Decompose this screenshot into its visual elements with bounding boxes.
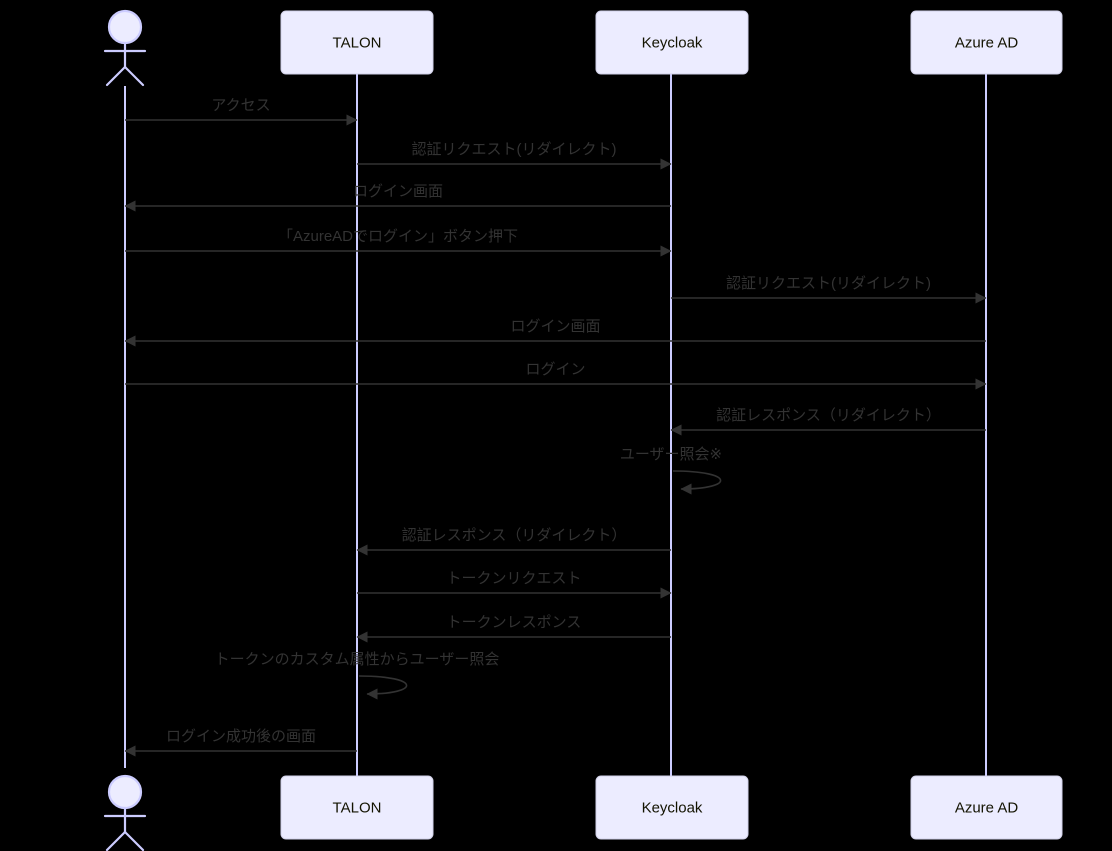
participant-azuread-bottom[interactable]: Azure AD — [910, 775, 1063, 840]
message-3[interactable]: ログイン画面 — [124, 183, 671, 212]
participant-keycloak-bottom[interactable]: Keycloak — [595, 775, 749, 840]
participant-label: TALON — [333, 799, 382, 816]
message-label: ログイン画面 — [353, 183, 443, 200]
actor-leg-left-icon — [105, 830, 127, 851]
message-label: ログイン — [525, 361, 585, 378]
message-12[interactable]: トークンレスポンス — [356, 614, 671, 643]
message-label: 認証レスポンス（リダイレクト） — [716, 407, 941, 424]
message-label: トークンのカスタム属性からユーザー照会 — [215, 651, 500, 668]
message-label: 「AzureADでログイン」ボタン押下 — [278, 228, 518, 245]
message-5[interactable]: 認証リクエスト(リダイレクト) — [671, 275, 987, 304]
actor-leg-right-icon — [123, 65, 145, 87]
lifelines-layer — [124, 74, 987, 776]
participant-box-rect — [910, 10, 1063, 75]
message-label: ログイン画面 — [510, 318, 600, 335]
message-6[interactable]: ログイン画面 — [124, 318, 986, 347]
message-label: 認証リクエスト(リダイレクト) — [412, 141, 617, 158]
actor-head-icon — [107, 774, 143, 810]
message-label: アクセス — [211, 97, 270, 114]
message-self-loop-path — [672, 470, 722, 495]
message-label: トークンリクエスト — [446, 570, 581, 587]
message-1[interactable]: アクセス — [125, 97, 358, 126]
participant-keycloak-top[interactable]: Keycloak — [595, 10, 749, 75]
message-label: 認証レスポンス（リダイレクト） — [402, 527, 627, 544]
message-4[interactable]: 「AzureADでログイン」ボタン押下 — [125, 228, 672, 257]
participant-box-rect — [280, 775, 434, 840]
participant-label: Azure AD — [955, 799, 1019, 816]
participant-box-rect — [595, 775, 749, 840]
participant-box-rect — [910, 775, 1063, 840]
participant-box-rect — [595, 10, 749, 75]
participant-label: Keycloak — [642, 34, 703, 51]
participant-talon-top[interactable]: TALON — [280, 10, 434, 75]
message-9[interactable]: ユーザー照会※ — [620, 446, 722, 495]
actor-head-icon — [107, 9, 143, 45]
message-2[interactable]: 認証リクエスト(リダイレクト) — [357, 141, 672, 170]
participant-label: TALON — [333, 34, 382, 51]
participant-label: Keycloak — [642, 799, 703, 816]
message-label: トークンレスポンス — [447, 614, 582, 631]
message-8[interactable]: 認証レスポンス（リダイレクト） — [670, 407, 986, 436]
message-label: ログイン成功後の画面 — [166, 728, 316, 745]
participant-azuread-top[interactable]: Azure AD — [910, 10, 1063, 75]
message-label: ユーザー照会※ — [620, 446, 722, 463]
message-14[interactable]: ログイン成功後の画面 — [124, 728, 357, 757]
message-self-loop-path — [358, 675, 408, 700]
participant-box-rect — [280, 10, 434, 75]
participant-label: Azure AD — [955, 34, 1019, 51]
actor-leg-right-icon — [123, 830, 145, 851]
actor-leg-left-icon — [105, 65, 127, 87]
message-7[interactable]: ログイン — [125, 361, 987, 390]
message-10[interactable]: 認証レスポンス（リダイレクト） — [356, 527, 671, 556]
message-label: 認証リクエスト(リダイレクト) — [726, 275, 931, 292]
actor-figure[interactable] — [103, 774, 147, 851]
message-13[interactable]: トークンのカスタム属性からユーザー照会 — [215, 651, 500, 700]
message-11[interactable]: トークンリクエスト — [357, 570, 672, 599]
participant-talon-bottom[interactable]: TALON — [280, 775, 434, 840]
messages-layer: アクセス認証リクエスト(リダイレクト)ログイン画面「AzureADでログイン」ボ… — [124, 97, 987, 757]
actor-figure[interactable] — [103, 9, 147, 87]
